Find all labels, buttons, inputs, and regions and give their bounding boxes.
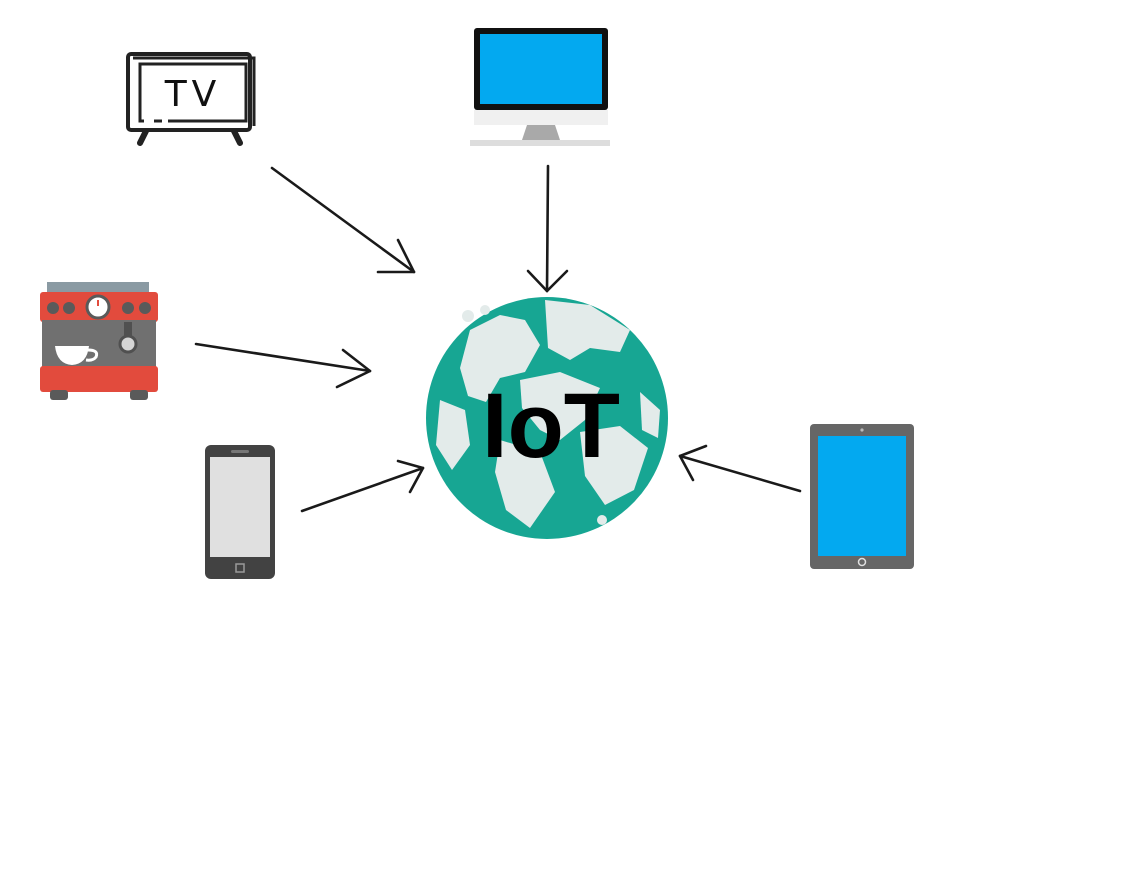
globe-icon: IoT: [426, 297, 668, 539]
coffee-machine-to-hub-arrow: [194, 342, 372, 389]
tv-to-hub-arrow: [270, 166, 416, 274]
tv-icon: TV: [126, 52, 256, 146]
tv-label: TV: [164, 74, 222, 115]
phone-to-hub-arrow: [300, 459, 425, 513]
smartphone-icon: [205, 445, 275, 579]
hub-label: IoT: [482, 375, 620, 477]
monitor-to-hub-arrow: [526, 164, 569, 293]
tablet-icon: [810, 424, 914, 569]
coffee-machine-icon: [40, 282, 158, 400]
desktop-monitor-icon: [470, 28, 610, 146]
tablet-to-hub-arrow: [678, 444, 802, 493]
